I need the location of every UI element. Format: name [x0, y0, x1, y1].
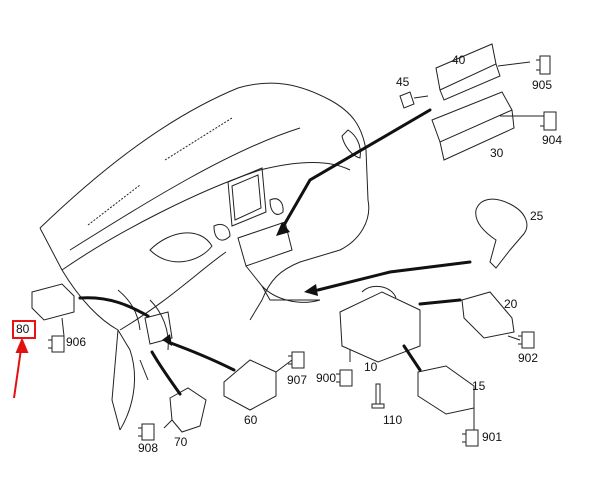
- part-10-controller: [339, 291, 421, 363]
- part-25-selector: [475, 198, 528, 269]
- highlight-box: [12, 320, 36, 339]
- part-80-switch-block: [31, 283, 75, 321]
- label-70: 70: [174, 435, 188, 449]
- label-902: 902: [518, 351, 539, 365]
- label-10: 10: [364, 360, 378, 374]
- part-60-switch: [223, 359, 277, 411]
- dashboard-top-outline: [39, 82, 370, 321]
- label-15: 15: [472, 379, 486, 393]
- label-900: 900: [316, 371, 337, 385]
- center-screen: [227, 167, 267, 227]
- label-908: 908: [138, 441, 159, 455]
- part-40-panel: [435, 43, 497, 91]
- label-60: 60: [244, 413, 258, 427]
- label-45: 45: [396, 75, 410, 89]
- label-901: 901: [482, 430, 503, 444]
- part-15-switches: [417, 365, 475, 415]
- dashboard-lower-outline: [39, 227, 136, 431]
- label-40: 40: [452, 53, 466, 67]
- label-905: 905: [532, 78, 553, 92]
- label-906: 906: [66, 335, 87, 349]
- label-30: 30: [490, 146, 504, 160]
- label-25: 25: [530, 209, 544, 223]
- label-80: 80: [16, 322, 30, 336]
- part-20-switches: [461, 291, 515, 339]
- label-904: 904: [542, 133, 563, 147]
- label-907: 907: [287, 373, 308, 387]
- part-70-module: [169, 387, 207, 433]
- label-110: 110: [383, 413, 403, 427]
- label-20: 20: [504, 297, 518, 311]
